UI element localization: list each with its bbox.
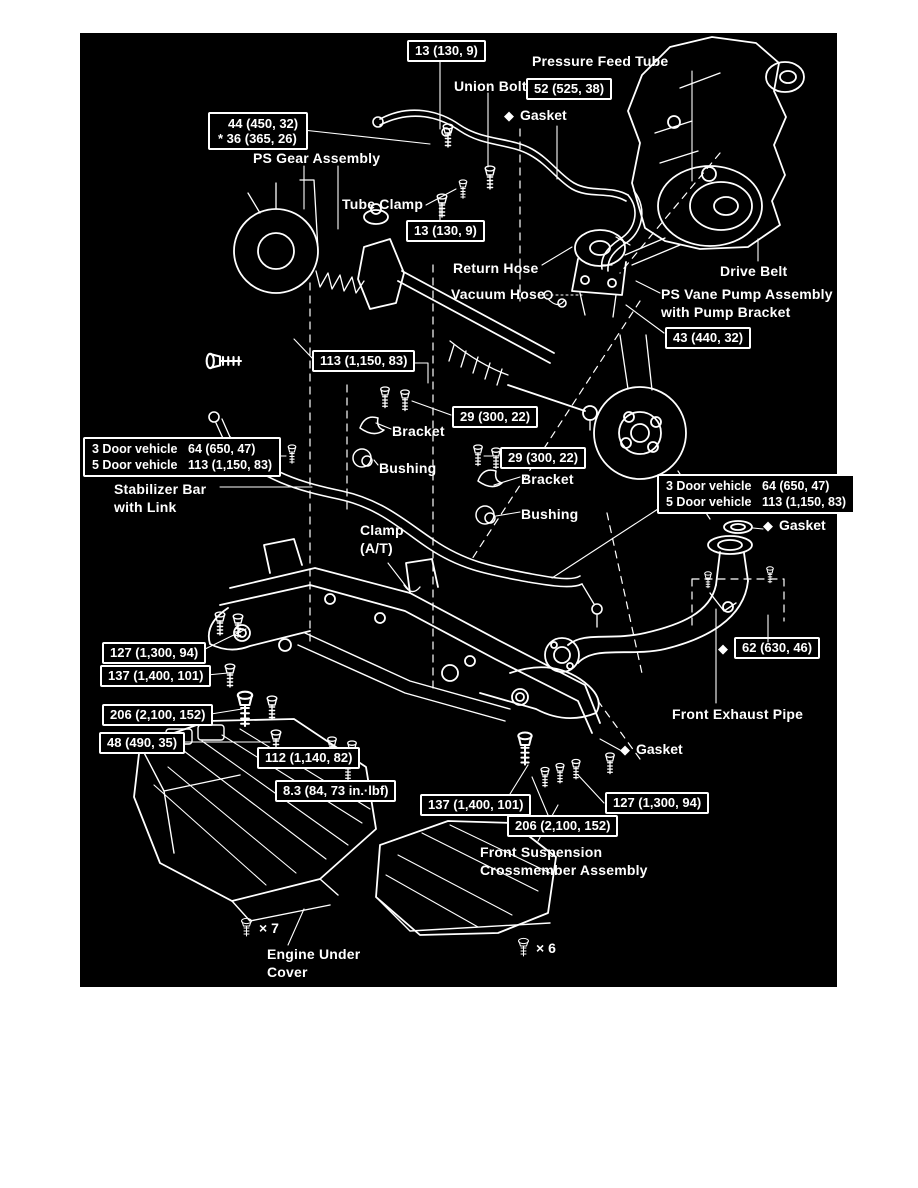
- gasket-diamond-icon: ◆: [620, 741, 630, 757]
- bolt-icon: [555, 762, 565, 784]
- dashed-guides: [309, 128, 785, 760]
- exhaust-pipe-art: [544, 520, 753, 673]
- label-bushing-1: Bushing: [379, 460, 437, 476]
- bolt-icon: [380, 386, 390, 409]
- diagram-canvas: 13 (130, 9) 52 (525, 38) 44 (450, 32) * …: [80, 33, 856, 987]
- brake-rotor: [593, 334, 687, 480]
- bolt-icon: [436, 193, 448, 218]
- gasket-diamond-icon: ◆: [504, 107, 514, 123]
- gasket-diamond-icon: ◆: [718, 640, 728, 656]
- ps-vane-pump-art: [571, 229, 627, 318]
- screw-count-text: × 7: [259, 920, 279, 936]
- steering-gear-art: [233, 179, 598, 431]
- bolt-icon: [473, 444, 483, 467]
- vehicle-spec-value: 64 (650, 47): [188, 442, 256, 456]
- vehicle-spec-name: 3 Door vehicle: [666, 479, 752, 493]
- bolt-icon: [224, 663, 236, 688]
- label-clamp-at: Clamp (A/T): [360, 522, 404, 557]
- bolt-icon: [766, 566, 774, 584]
- torque-box-gear-tube: 44 (450, 32) * 36 (365, 26): [208, 112, 309, 150]
- torque-box-union-bolt: 52 (525, 38): [526, 78, 613, 100]
- torque-box-bracket-a: 29 (300, 22): [452, 406, 539, 428]
- label-ps-vane-pump: PS Vane Pump Assembly with Pump Bracket: [661, 286, 833, 321]
- label-tube-clamp: Tube Clamp: [342, 196, 424, 212]
- bolt-icon: [205, 352, 243, 370]
- gasket-text: Gasket: [636, 741, 683, 757]
- bolt-icon: [704, 571, 712, 589]
- screw-icon: [241, 917, 252, 937]
- bolt-icon: [287, 444, 297, 464]
- vehicle-spec-value: 113 (1,150, 83): [762, 495, 847, 509]
- diagram-artwork: [133, 36, 805, 946]
- label-return-hose: Return Hose: [453, 260, 539, 276]
- label-bracket-1: Bracket: [392, 423, 445, 439]
- torque-box-137-a: 137 (1,400, 101): [100, 665, 212, 687]
- label-drive-belt: Drive Belt: [720, 263, 788, 279]
- gasket-diamond-icon: ◆: [763, 517, 773, 533]
- crossmember-art: [207, 538, 601, 734]
- label-vacuum-hose: Vacuum Hose: [451, 286, 546, 302]
- screw-count-text: × 6: [536, 940, 556, 956]
- hoses: [372, 109, 643, 308]
- label-bracket-2: Bracket: [521, 471, 574, 487]
- gasket-text: Gasket: [520, 107, 567, 123]
- torque-box-tube-clamp: 13 (130, 9): [406, 220, 485, 242]
- torque-box-137-b: 137 (1,400, 101): [420, 794, 532, 816]
- label-screw-count-7: × 7: [240, 917, 279, 939]
- label-gasket-right: ◆ Gasket: [763, 517, 826, 533]
- bolt-icon: [484, 165, 496, 190]
- torque-box-112: 112 (1,140, 82): [257, 747, 361, 769]
- vehicle-spec-name: 5 Door vehicle: [666, 495, 752, 509]
- torque-line-36: * 36 (365, 26): [218, 131, 297, 146]
- small-parts: [352, 416, 503, 525]
- bolt-icon: [458, 179, 468, 199]
- bolt-icon: [540, 766, 550, 788]
- label-ps-gear-assembly: PS Gear Assembly: [253, 150, 381, 166]
- torque-box-pump-bracket: 43 (440, 32): [665, 327, 752, 349]
- bolt-icon: [400, 389, 410, 412]
- vehicle-spec-box-left: 3 Door vehicle 64 (650, 47) 5 Door vehicl…: [83, 437, 282, 477]
- torque-box-127-a: 127 (1,300, 94): [102, 642, 207, 664]
- label-screw-count-6: × 6: [517, 937, 556, 959]
- torque-box-gear-mount: 113 (1,150, 83): [312, 350, 416, 372]
- torque-box-8-3: 8.3 (84, 73 in.·lbf): [275, 780, 397, 802]
- bolt-icon: [214, 611, 226, 636]
- vehicle-spec-value: 113 (1,150, 83): [188, 458, 273, 472]
- screw-icon: [518, 937, 529, 957]
- torque-box-48: 48 (490, 35): [99, 732, 186, 754]
- label-gasket-top: ◆ Gasket: [504, 107, 567, 123]
- label-gasket-bottom: ◆ Gasket: [620, 741, 683, 757]
- label-stabilizer-bar: Stabilizer Bar with Link: [114, 481, 207, 516]
- label-pressure-feed-tube: Pressure Feed Tube: [532, 53, 669, 69]
- torque-box-bracket-b: 29 (300, 22): [500, 447, 587, 469]
- torque-box-206-b: 206 (2,100, 152): [507, 815, 619, 837]
- torque-line-44: 44 (450, 32): [228, 116, 299, 131]
- label-front-exhaust-pipe: Front Exhaust Pipe: [672, 706, 804, 722]
- torque-box-62: 62 (630, 46): [734, 637, 821, 659]
- gasket-text: Gasket: [779, 517, 826, 533]
- engine-block: [624, 36, 805, 266]
- label-bushing-2: Bushing: [521, 506, 579, 522]
- bolt-icon: [517, 731, 533, 766]
- torque-box-206-a: 206 (2,100, 152): [102, 704, 214, 726]
- vehicle-spec-name: 3 Door vehicle: [92, 442, 178, 456]
- under-cover-middle: [375, 820, 557, 936]
- bolt-icon: [266, 695, 278, 720]
- torque-box-127-b: 127 (1,300, 94): [605, 792, 710, 814]
- torque-box-union-bolt-top: 13 (130, 9): [407, 40, 486, 62]
- vehicle-spec-name: 5 Door vehicle: [92, 458, 178, 472]
- vehicle-spec-box-right: 3 Door vehicle 64 (650, 47) 5 Door vehicl…: [657, 474, 856, 514]
- label-front-suspension-crossmember: Front Suspension Crossmember Assembly: [480, 844, 648, 879]
- bolt-icon: [605, 752, 615, 775]
- vehicle-spec-value: 64 (650, 47): [762, 479, 830, 493]
- label-union-bolt: Union Bolt: [454, 78, 527, 94]
- torque-group-exhaust: ◆ 62 (630, 46): [718, 637, 821, 659]
- label-engine-under-cover: Engine Under Cover: [267, 946, 361, 981]
